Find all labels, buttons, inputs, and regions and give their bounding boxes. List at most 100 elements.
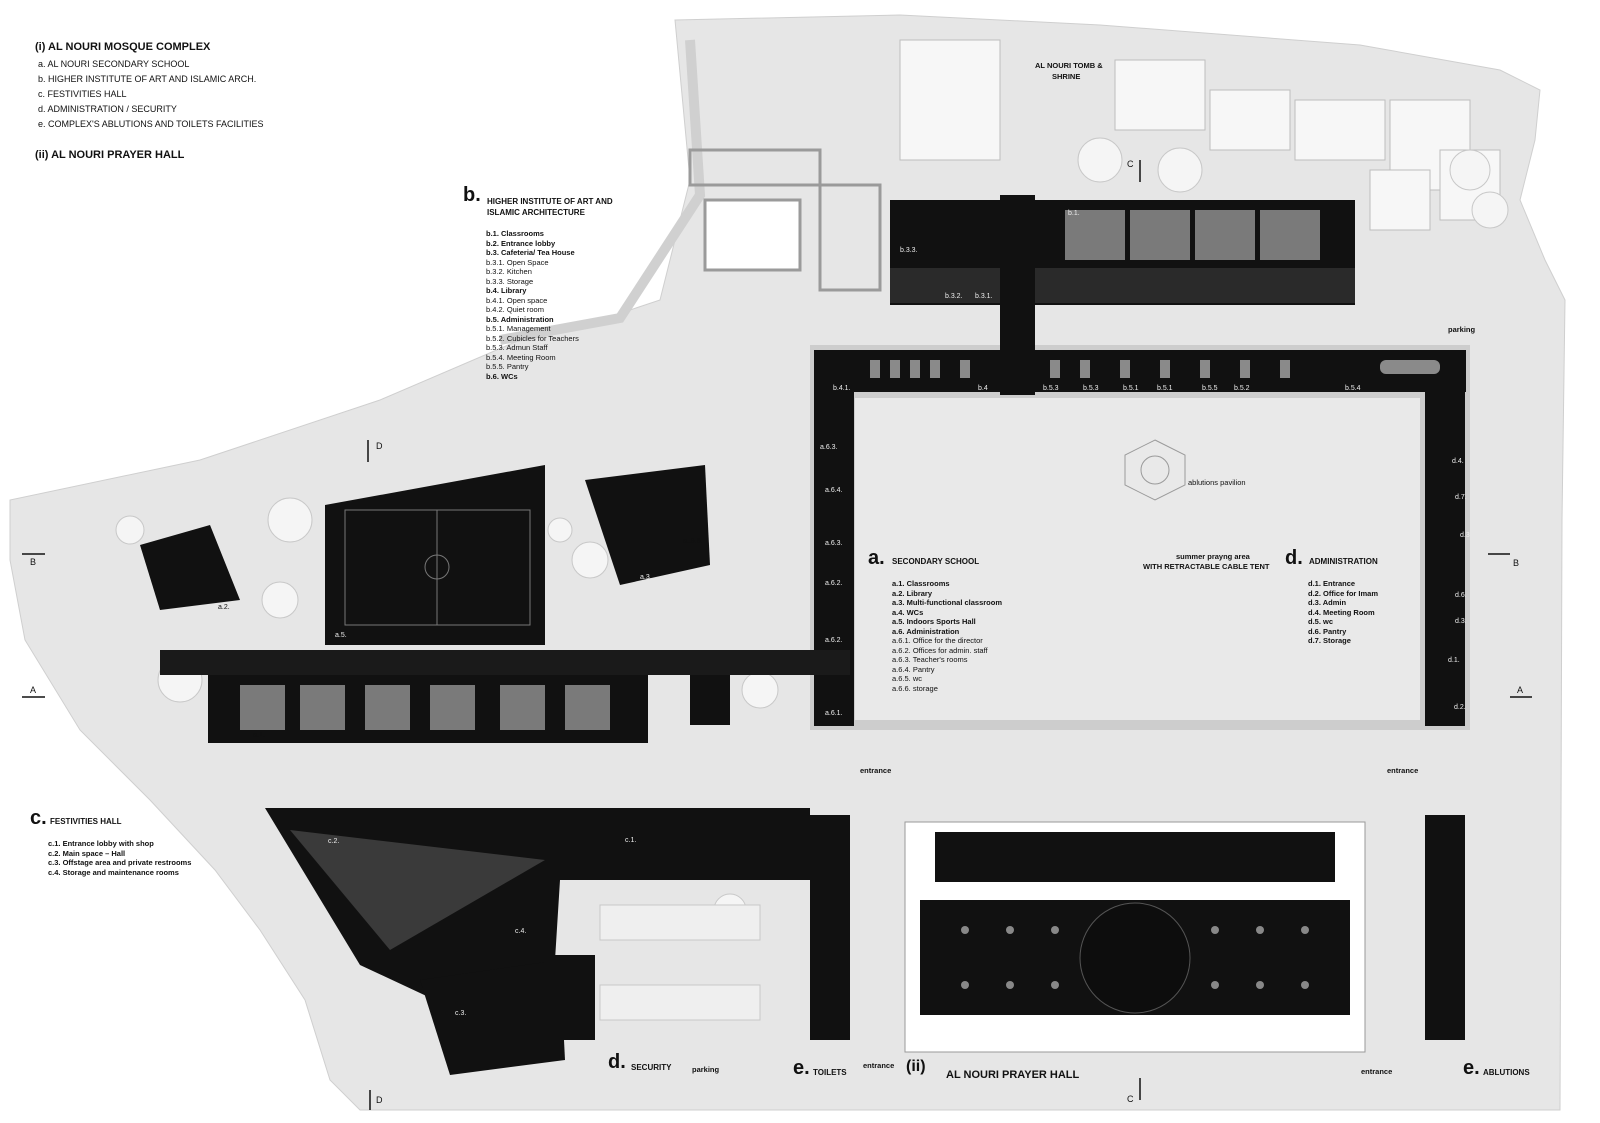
list-item: d.1. Entrance [1308,579,1356,588]
list-item: a.1. Classrooms [892,579,950,588]
room-tag: d.4. [1452,458,1464,465]
entrance-label-prayer-west: entrance [863,1061,895,1070]
room-tag: a.6.2. [825,580,843,587]
list-item: a.6.5. wc [892,674,923,683]
parking-label-north: parking [1448,325,1476,334]
block-d-letter: d. [1285,547,1303,569]
list-item: d.5. wc [1308,617,1334,626]
summer-court [855,398,1420,720]
toilets-letter: e. [793,1057,810,1079]
list-item: d.6. Pantry [1308,626,1347,636]
list-item: d.7. Storage [1308,636,1351,645]
block-a-title: SECONDARY SCHOOL [892,557,980,566]
summer-area-label-2: WITH RETRACTABLE CABLE TENT [1143,562,1270,571]
list-item: b.6. WCs [486,371,518,381]
list-item: d.3. Admin [1308,598,1347,607]
a1-desks [240,685,610,730]
list-item: a.3. Multi-functional classroom [892,598,1003,607]
block-a-letter: a. [868,547,885,569]
room-tag: b.3.1. [975,293,993,300]
section-c-north: C [1127,159,1134,169]
room-tag: c.3. [455,1010,467,1017]
list-item: b.3.1. Open Space [486,257,549,267]
parking-strips [599,904,761,1021]
west-corridor [160,650,850,675]
prayer-hall-letter: (ii) [906,1058,926,1075]
list-item: d.2. Office for Imam [1308,588,1379,598]
stair-block [690,675,730,725]
room-tag: b.5.1 [1157,385,1173,392]
section-c-south: C [1127,1094,1134,1104]
toilets-label: TOILETS [813,1068,847,1077]
ablutions-label: ABLUTIONS [1483,1068,1530,1077]
room-tag: a.6.3. [820,444,838,451]
room-tag: a.6.3. [825,540,843,547]
institute-bridge [1000,195,1035,395]
entrance-label-west: entrance [860,766,892,775]
list-item: b.4.2. Quiet room [486,305,544,314]
summer-area-label-1: summer prayng area [1176,552,1250,561]
list-item: b.5. Administration [486,314,554,324]
hall-seating [290,830,545,950]
section-d-south: D [376,1095,383,1105]
list-item: b.5.1. Management [486,324,551,333]
block-d-title: ADMINISTRATION [1309,557,1378,566]
room-tag: b.3.3. [900,247,918,254]
prayer-hall-label: AL NOURI PRAYER HALL [946,1069,1080,1081]
b5-wing [814,350,1466,392]
legend-item-school: a. AL NOURI SECONDARY SCHOOL [38,59,190,69]
list-item: c.4. Storage and maintenance rooms [48,867,179,877]
block-c-letter: c. [30,807,47,829]
room-tag: b.4.1. [833,385,851,392]
courtyard-inner [703,198,802,272]
legend-item-admin: d. ADMINISTRATION / SECURITY [38,104,177,114]
room-tag: b.5.5 [1202,385,1218,392]
list-item: a.4. WCs [892,607,924,617]
tomb-label-1: AL NOURI TOMB & [1035,61,1103,70]
list-item: c.3. Offstage area and private restrooms [48,858,192,867]
entrance-label-east: entrance [1387,766,1419,775]
room-tag: d.3. [1455,618,1467,625]
room-tag: a.5. [335,632,347,639]
list-item: a.6.2. Offices for admin. staff [892,645,988,655]
room-tag: d.1. [1448,657,1460,664]
room-tag: b.5.2 [1234,385,1250,392]
room-tag: c.1. [625,837,637,844]
list-item: a.6.1. Office for the director [892,636,983,645]
legend-item-institute: b. HIGHER INSTITUTE OF ART AND ISLAMIC A… [38,74,257,84]
legend-item-ablutions: e. COMPLEX'S ABLUTIONS AND TOILETS FACIL… [38,119,264,129]
section-b-east: B [1513,558,1520,568]
room-tag: b.5.3 [1083,385,1099,392]
block-b-title-1: HIGHER INSTITUTE OF ART AND [487,197,613,206]
room-tag: b.4 [978,385,988,392]
legend-item-hall: c. FESTIVITIES HALL [38,89,127,99]
parking-label-south: parking [692,1065,720,1074]
list-item: b.3.3. Storage [486,276,534,286]
list-item: b.3.2. Kitchen [486,267,532,276]
legend-title-complex: (i) AL NOURI MOSQUE COMPLEX [35,41,211,53]
prayer-hall-dome [1079,902,1191,1014]
room-tag: c.4. [515,928,527,935]
list-item: d.4. Meeting Room [1308,607,1375,617]
prayer-hall-columns [961,926,1309,989]
ablutions-pavilion-label: ablutions pavilion [1188,478,1246,487]
a6-wing [814,392,854,726]
list-item: a.6.4. Pantry [892,664,935,674]
block-c-title: FESTIVITIES HALL [50,817,122,826]
list-item: a.2. Library [892,588,933,598]
room-tag: a.3. [640,574,652,581]
b5-furniture [870,360,1440,378]
list-item: c.2. Main space – Hall [48,848,126,858]
d-wing [1425,392,1465,726]
room-tag: b.5.1 [1123,385,1139,392]
legend-title-prayer-hall: (ii) AL NOURI PRAYER HALL [35,149,185,161]
list-item: b.5.5. Pantry [486,362,529,371]
toilets-block [810,815,850,1040]
room-tag: b.1. [1068,210,1080,217]
entrance-label-prayer-east: entrance [1361,1067,1393,1076]
section-d-north: D [376,441,383,451]
security-block [545,955,595,1040]
b1-classrooms [1065,210,1320,260]
tomb-label-2: SHRINE [1052,72,1081,81]
library-block [140,525,240,610]
